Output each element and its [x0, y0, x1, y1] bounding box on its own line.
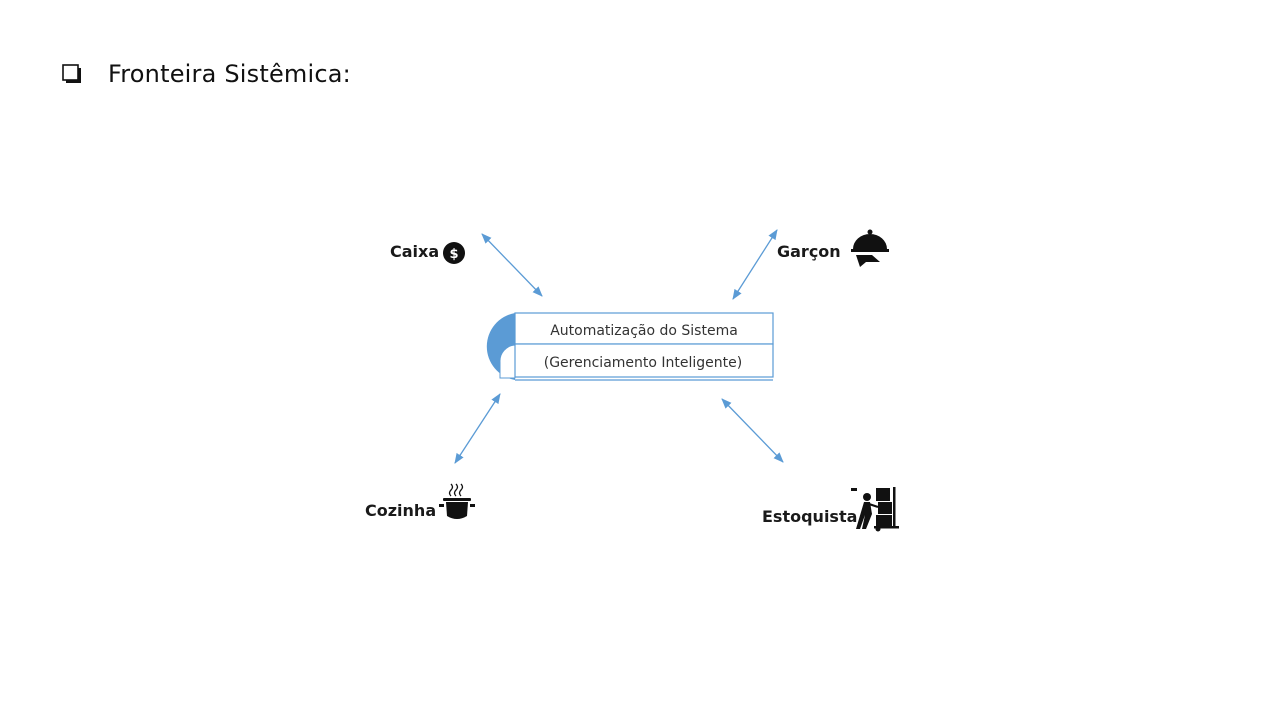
actor-garcon: Garçon — [777, 229, 889, 267]
actor-cozinha: Cozinha — [365, 483, 475, 520]
actor-caixa: Caixa $ — [390, 242, 465, 264]
system-row-top — [514, 312, 774, 345]
arrow-garcon — [732, 229, 778, 300]
serving-cloche-icon — [851, 229, 889, 267]
system-row-bottom — [514, 343, 774, 378]
slide-title: Fronteira Sistêmica: — [108, 60, 351, 88]
actor-cozinha-label: Cozinha — [365, 501, 436, 520]
hollow-square-bullet-icon — [62, 64, 81, 83]
arrow-estoquista — [721, 398, 784, 463]
slide-heading: Fronteira Sistêmica: — [62, 56, 351, 92]
hand-truck-worker-icon — [851, 487, 899, 532]
actor-caixa-label: Caixa — [390, 242, 439, 261]
actor-garcon-label: Garçon — [777, 242, 841, 261]
system-line-1: Automatização do Sistema — [550, 323, 738, 339]
actor-estoquista-label: Estoquista — [762, 507, 857, 526]
cooking-pot-icon — [439, 483, 475, 519]
svg-text:$: $ — [449, 247, 458, 262]
system-box: Automatização do Sistema (Gerenciamento … — [486, 312, 774, 381]
arrow-cozinha — [454, 393, 501, 464]
system-inner-arc — [499, 344, 516, 379]
system-line-2: (Gerenciamento Inteligente) — [544, 355, 742, 371]
dollar-coin-icon: $ — [443, 242, 465, 264]
arrow-caixa — [481, 233, 543, 297]
actor-estoquista: Estoquista — [762, 487, 899, 532]
